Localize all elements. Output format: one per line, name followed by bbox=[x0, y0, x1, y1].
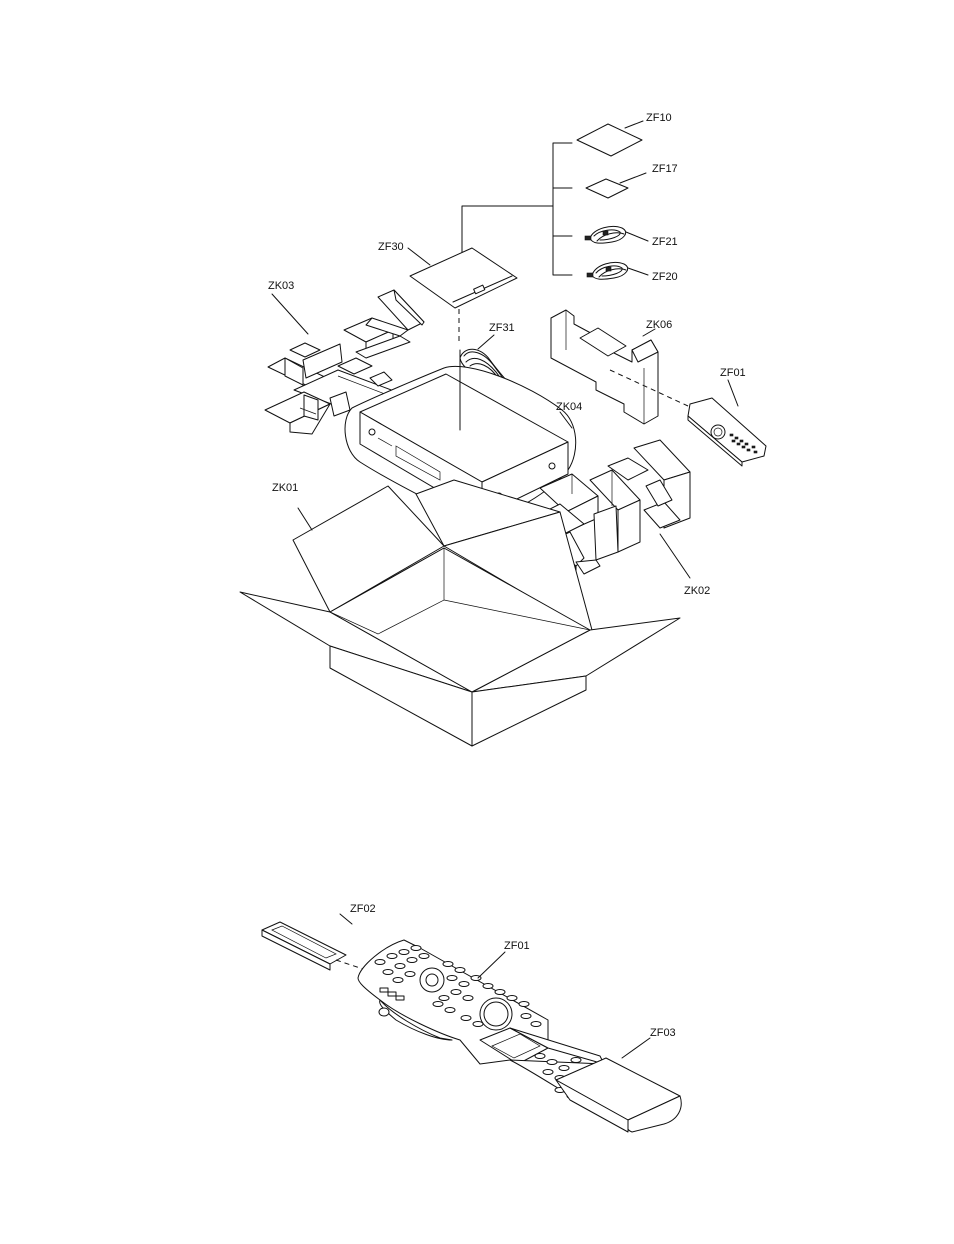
label-zf21: ZF21 bbox=[652, 236, 678, 248]
label-zf17: ZF17 bbox=[652, 163, 678, 175]
label-zf03: ZF03 bbox=[650, 1027, 676, 1039]
label-zk01: ZK01 bbox=[272, 482, 298, 494]
label-zk03: ZK03 bbox=[268, 280, 294, 292]
label-zk06: ZK06 bbox=[646, 319, 672, 331]
part-zf02-battery-cover bbox=[261, 913, 373, 973]
accessory-bracket bbox=[461, 142, 573, 276]
part-zf01-remote-small bbox=[609, 369, 767, 467]
label-zf20: ZF20 bbox=[652, 271, 678, 283]
label-zf02: ZF02 bbox=[350, 903, 376, 915]
part-zf03-slide-cover bbox=[555, 1037, 682, 1133]
label-zf01-top: ZF01 bbox=[720, 367, 746, 379]
part-zf10-manual bbox=[576, 120, 644, 157]
part-zk03-insert bbox=[264, 289, 425, 435]
label-zf10: ZF10 bbox=[646, 112, 672, 124]
part-zf17-card bbox=[585, 172, 647, 199]
callout-labels: ZF10 ZF17 ZF21 ZF20 ZF30 ZK03 ZF31 ZK06 … bbox=[268, 112, 746, 1039]
part-zf21-cable bbox=[584, 225, 649, 244]
label-zf01-bottom: ZF01 bbox=[504, 940, 530, 952]
label-zk04: ZK04 bbox=[556, 401, 582, 413]
part-zf30-bag bbox=[407, 247, 518, 344]
label-zf31: ZF31 bbox=[489, 322, 515, 334]
part-zk06-insert bbox=[550, 309, 659, 425]
part-zk02-insert bbox=[527, 439, 691, 585]
part-zk01-carton bbox=[239, 479, 681, 747]
part-zf20-cable bbox=[586, 261, 649, 280]
label-zk02: ZK02 bbox=[684, 585, 710, 597]
label-zf30: ZF30 bbox=[378, 241, 404, 253]
